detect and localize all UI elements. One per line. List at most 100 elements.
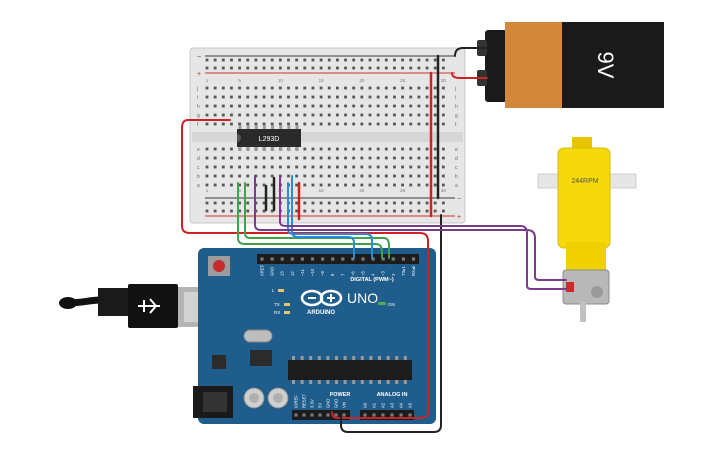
breadboard-hole[interactable] (409, 183, 413, 187)
rail-hole[interactable] (262, 66, 266, 70)
rail-hole[interactable] (295, 209, 299, 213)
breadboard-hole[interactable] (336, 104, 339, 108)
breadboard-hole[interactable] (384, 183, 388, 187)
battery-black-wire[interactable] (454, 47, 488, 57)
breadboard-hole[interactable] (262, 156, 266, 160)
breadboard-hole[interactable] (213, 174, 217, 178)
header-pin[interactable] (280, 257, 284, 261)
breadboard-hole[interactable] (246, 95, 250, 99)
breadboard-hole[interactable] (254, 156, 258, 160)
breadboard-hole[interactable] (221, 147, 225, 151)
rail-hole[interactable] (401, 209, 404, 213)
breadboard-hole[interactable] (352, 156, 356, 160)
breadboard-hole[interactable] (238, 95, 241, 99)
breadboard-hole[interactable] (360, 156, 364, 160)
breadboard-hole[interactable] (433, 95, 437, 99)
rail-hole[interactable] (246, 209, 250, 213)
breadboard-hole[interactable] (311, 86, 315, 90)
breadboard-hole[interactable] (401, 183, 404, 187)
breadboard-hole[interactable] (327, 165, 331, 169)
header-pin[interactable] (310, 257, 315, 261)
motor-purple-wire-2[interactable] (279, 175, 567, 290)
breadboard-hole[interactable] (401, 147, 404, 151)
breadboard-hole[interactable] (401, 156, 404, 160)
breadboard-hole[interactable] (425, 156, 429, 160)
rail-hole[interactable] (336, 66, 339, 70)
rail-hole[interactable] (221, 201, 225, 205)
breadboard-hole[interactable] (433, 86, 437, 90)
rail-hole[interactable] (311, 58, 315, 62)
breadboard-hole[interactable] (368, 113, 372, 117)
breadboard-hole[interactable] (417, 104, 421, 108)
breadboard-hole[interactable] (368, 183, 372, 187)
breadboard-hole[interactable] (409, 156, 413, 160)
breadboard-hole[interactable] (393, 174, 396, 178)
breadboard-hole[interactable] (238, 165, 241, 169)
rail-hole[interactable] (433, 66, 437, 70)
rail-hole[interactable] (327, 201, 331, 205)
breadboard-hole[interactable] (336, 147, 339, 151)
breadboard-hole[interactable] (441, 95, 445, 99)
breadboard-hole[interactable] (303, 104, 307, 108)
rail-hole[interactable] (278, 66, 282, 70)
header-pin[interactable] (310, 413, 314, 417)
breadboard-hole[interactable] (376, 86, 380, 90)
rail-hole[interactable] (441, 209, 445, 213)
breadboard-hole[interactable] (384, 122, 388, 126)
breadboard-hole[interactable] (352, 147, 356, 151)
breadboard-hole[interactable] (295, 174, 299, 178)
breadboard-hole[interactable] (384, 86, 388, 90)
rail-hole[interactable] (230, 201, 233, 205)
rail-hole[interactable] (376, 58, 380, 62)
header-pin[interactable] (361, 257, 365, 261)
breadboard-hole[interactable] (368, 174, 372, 178)
rail-hole[interactable] (409, 58, 413, 62)
rail-hole[interactable] (303, 66, 307, 70)
breadboard-hole[interactable] (344, 86, 347, 90)
breadboard-hole[interactable] (230, 95, 233, 99)
rail-hole[interactable] (425, 66, 429, 70)
breadboard-hole[interactable] (287, 174, 290, 178)
rail-hole[interactable] (441, 58, 445, 62)
breadboard-hole[interactable] (409, 165, 413, 169)
breadboard-hole[interactable] (327, 147, 331, 151)
rail-hole[interactable] (238, 66, 241, 70)
dc-motor[interactable]: 244RPM (537, 137, 637, 322)
breadboard-hole[interactable] (425, 113, 429, 117)
breadboard-hole[interactable] (409, 95, 413, 99)
breadboard-hole[interactable] (270, 156, 274, 160)
breadboard-hole[interactable] (393, 156, 396, 160)
breadboard-hole[interactable] (205, 122, 209, 126)
rail-hole[interactable] (262, 58, 266, 62)
breadboard-hole[interactable] (246, 104, 250, 108)
breadboard-hole[interactable] (344, 122, 347, 126)
breadboard-hole[interactable] (262, 113, 266, 117)
rail-hole[interactable] (417, 58, 421, 62)
breadboard-hole[interactable] (368, 147, 372, 151)
rail-hole[interactable] (336, 58, 339, 62)
breadboard-hole[interactable] (254, 122, 258, 126)
rail-hole[interactable] (327, 58, 331, 62)
breadboard-hole[interactable] (425, 86, 429, 90)
rail-hole[interactable] (417, 201, 421, 205)
rail-hole[interactable] (352, 66, 356, 70)
breadboard-hole[interactable] (303, 174, 307, 178)
breadboard-hole[interactable] (344, 165, 347, 169)
breadboard-hole[interactable] (303, 183, 307, 187)
breadboard-hole[interactable] (238, 122, 241, 126)
rail-hole[interactable] (376, 201, 380, 205)
breadboard-hole[interactable] (295, 165, 299, 169)
breadboard-hole[interactable] (303, 86, 307, 90)
breadboard-hole[interactable] (230, 183, 233, 187)
rail-hole[interactable] (205, 66, 209, 70)
breadboard-hole[interactable] (295, 183, 299, 187)
breadboard-hole[interactable] (213, 165, 217, 169)
breadboard-hole[interactable] (393, 104, 396, 108)
breadboard-hole[interactable] (295, 86, 299, 90)
breadboard-hole[interactable] (213, 147, 217, 151)
rail-hole[interactable] (384, 209, 388, 213)
rail-hole[interactable] (401, 201, 404, 205)
rail-hole[interactable] (433, 209, 437, 213)
breadboard-hole[interactable] (336, 174, 339, 178)
